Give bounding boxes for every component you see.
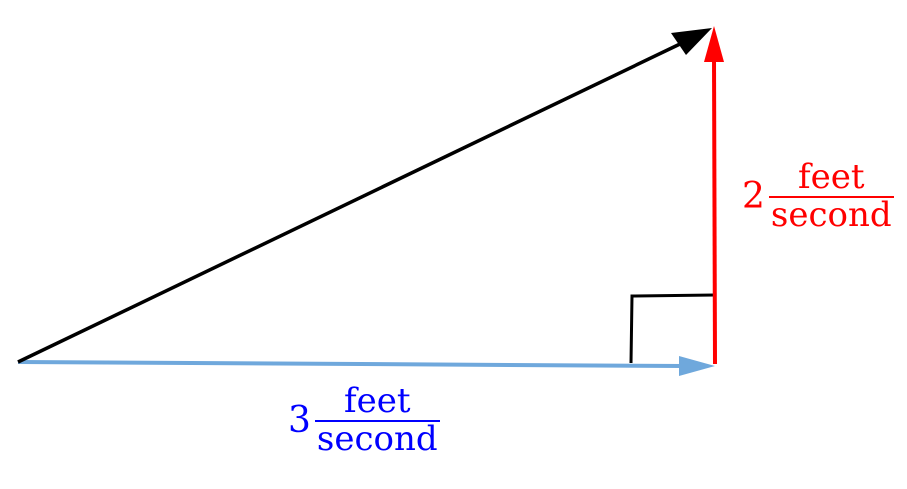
vertical-fraction-bar (768, 195, 894, 198)
vertical-denominator: second (770, 194, 892, 235)
vertical-velocity-label: 2 feet second (742, 157, 894, 235)
vertical-coefficient: 2 (742, 175, 765, 217)
horizontal-velocity-label: 3 feet second (288, 381, 440, 459)
vertical-unit-fraction: feet second (768, 157, 894, 235)
resultant-vector-line (17, 42, 681, 364)
horizontal-unit-fraction: feet second (314, 381, 440, 459)
horizontal-coefficient: 3 (288, 399, 311, 441)
vertical-vector-line (712, 57, 717, 365)
right-angle-marker (629, 293, 716, 364)
resultant-vector-arrowhead (671, 28, 712, 55)
vertical-numerator: feet (798, 157, 865, 197)
horizontal-numerator: feet (344, 381, 411, 421)
horizontal-fraction-bar (314, 419, 440, 422)
horizontal-vector-line (17, 360, 685, 368)
horizontal-vector-arrowhead (679, 356, 715, 376)
horizontal-denominator: second (316, 418, 438, 459)
vertical-vector-arrowhead (704, 26, 724, 62)
